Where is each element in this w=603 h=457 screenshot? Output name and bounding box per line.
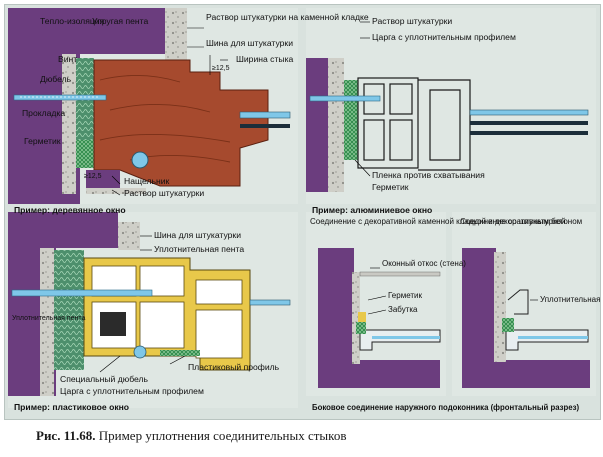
label-dec-sealant: Герметик <box>388 291 423 300</box>
figure-number: Рис. 11.68. <box>36 428 96 443</box>
panel-wooden <box>8 8 298 204</box>
panel-plaster <box>452 212 596 396</box>
label-dec-reveal: Оконный откос (стена) <box>382 259 466 268</box>
label-dim-top: ≥12,5 <box>212 65 230 72</box>
drip-ring <box>131 151 149 169</box>
figure-title: Пример уплотнения соединительных стыков <box>98 428 347 443</box>
caption-wooden: Пример: деревянное окно <box>14 205 126 215</box>
glass-pane <box>239 111 291 119</box>
label-al-plaster: Раствор штукатурки <box>372 16 452 26</box>
label-pl-rail: Шина для штукатурки <box>154 230 241 240</box>
plaster-top <box>165 8 187 60</box>
label-pl-profile: Пластиковый профиль <box>188 362 280 372</box>
plaster-top <box>118 222 140 250</box>
dowel <box>13 94 107 101</box>
title-plaster: Соединение со штукатуркой <box>460 217 566 226</box>
label-dowel: Дюбель <box>40 74 72 84</box>
label-dec-filler: Забутка <box>388 305 418 314</box>
wall-base <box>462 360 590 388</box>
title-decorative: Соединение с декоративной каменной кладк… <box>310 217 582 226</box>
label-sealant: Герметик <box>24 136 61 146</box>
wall <box>306 58 328 192</box>
label-al-film: Пленка против схватывания <box>372 170 485 180</box>
label-insulation: Тепло-изоляция <box>40 16 105 26</box>
label-pl-tape: Уплотнительная пента <box>154 244 244 254</box>
wall-base <box>318 360 440 388</box>
plaster <box>494 252 506 362</box>
panel-decorative <box>306 212 446 396</box>
plaster-left <box>62 54 76 194</box>
caption-plastic: Пример: пластиковое окно <box>14 402 129 412</box>
label-plaster-rail: Шина для штукатурки <box>206 38 293 48</box>
glass-pane <box>469 109 589 116</box>
caption-sill: Боковое соединение наружного подоконника… <box>312 403 580 412</box>
label-al-frame: Царга с уплотнительным профилем <box>372 32 516 42</box>
label-gasket: Прокладка <box>22 108 65 118</box>
label-pl-frame: Царга с уплотнительным профилем <box>60 386 204 396</box>
label-pl-dowel: Специальный дюбель <box>60 374 149 384</box>
glass-pane <box>249 299 291 306</box>
dowel <box>309 95 381 102</box>
green-seal <box>76 140 94 168</box>
plaster <box>328 58 344 192</box>
label-plaster-mortar: Раствор штукатурки на каменной кладке <box>206 12 369 22</box>
sealant <box>356 322 366 334</box>
sill <box>359 329 441 351</box>
glass-pane <box>518 336 588 339</box>
label-pl-left-tape: Уплотнительная пента <box>12 315 85 322</box>
label-joint-width: Ширина стыка <box>236 54 294 64</box>
figure-caption: Рис. 11.68. Пример уплотнения соединител… <box>36 428 346 444</box>
plaster-left <box>40 248 54 396</box>
wall-lintel <box>8 212 118 248</box>
label-pla-tape: Уплотнительная пента <box>540 295 603 304</box>
wall-lintel <box>8 8 173 54</box>
insulation <box>76 58 94 166</box>
label-al-sealant: Герметик <box>372 182 409 192</box>
sill <box>505 329 589 351</box>
label-dim-bottom: ≥12,5 <box>84 173 102 180</box>
label-screw: Винт <box>58 54 77 64</box>
dowel <box>11 289 153 297</box>
concrete-reveal <box>352 272 360 364</box>
label-cover-strip: Нащельник <box>124 176 169 186</box>
label-top-tape: Упругая пента <box>92 16 148 26</box>
glass-pane <box>372 336 440 339</box>
green-seal <box>54 250 84 370</box>
sealant <box>502 318 514 332</box>
label-plaster-mortar-2: Раствор штукатурки <box>124 188 204 198</box>
green-seal <box>344 80 358 160</box>
panel-aluminum <box>306 8 596 204</box>
caption-aluminum: Пример: алюминиевое окно <box>312 205 432 215</box>
panel-plastic <box>8 212 298 408</box>
